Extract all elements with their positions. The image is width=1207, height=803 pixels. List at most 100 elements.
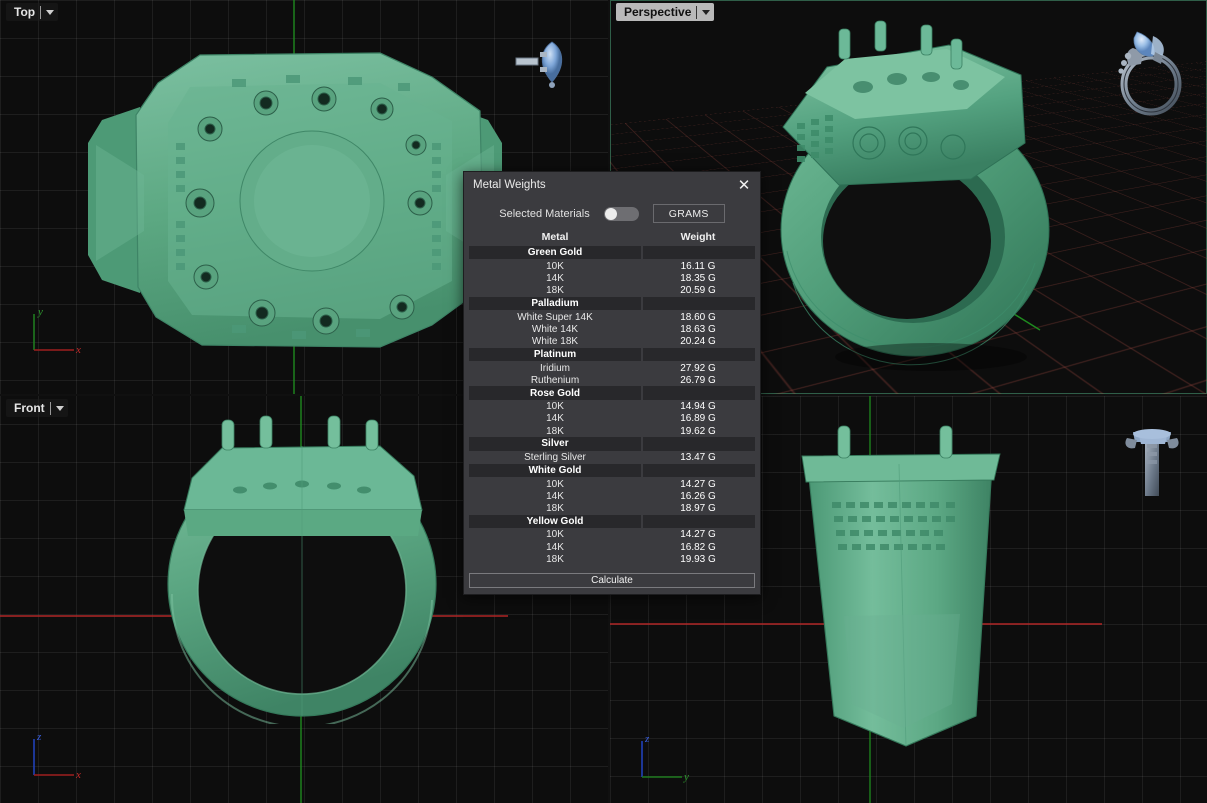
table-row[interactable]: 10K16.11 G [469, 260, 755, 272]
metal-cell: 18K [469, 426, 641, 437]
metal-weights-table[interactable]: Green Gold10K16.11 G14K18.35 G18K20.59 G… [464, 246, 760, 566]
table-row[interactable]: 10K14.27 G [469, 478, 755, 490]
metal-group-weight-cell [643, 515, 755, 528]
metal-group-header: Platinum [469, 348, 755, 361]
metal-cell: 10K [469, 261, 641, 272]
viewport-label-perspective-text: Perspective [624, 5, 691, 19]
metal-group-weight-cell [643, 437, 755, 450]
axis-gizmo-front: z x [26, 731, 86, 783]
svg-text:y: y [683, 771, 689, 783]
table-row[interactable]: 10K14.94 G [469, 401, 755, 413]
table-row[interactable]: Sterling Silver13.47 G [469, 452, 755, 464]
metal-cell: 14K [469, 542, 641, 553]
table-header: Metal Weight [464, 231, 760, 246]
table-row[interactable]: Ruthenium26.79 G [469, 374, 755, 386]
chevron-down-icon[interactable] [702, 10, 710, 15]
svg-text:x: x [75, 769, 81, 781]
metal-cell: 14K [469, 413, 641, 424]
calculate-row: Calculate [464, 566, 760, 594]
metal-group-weight-cell [643, 297, 755, 310]
metal-group-name: Platinum [469, 348, 641, 361]
viewport-label-perspective[interactable]: Perspective [616, 3, 714, 21]
table-row[interactable]: White Super 14K18.60 G [469, 311, 755, 323]
column-header-weight: Weight [641, 231, 755, 243]
metal-cell: 10K [469, 401, 641, 412]
metal-cell: Iridium [469, 363, 641, 374]
metal-group-weight-cell [643, 464, 755, 477]
metal-group-header: Green Gold [469, 246, 755, 259]
weight-cell: 16.82 G [641, 542, 755, 553]
metal-group-header: Palladium [469, 297, 755, 310]
selected-materials-toggle[interactable] [604, 207, 639, 221]
selected-materials-label: Selected Materials [499, 208, 590, 220]
weight-cell: 20.59 G [641, 285, 755, 296]
metal-group-weight-cell [643, 246, 755, 259]
metal-cell: 18K [469, 503, 641, 514]
metal-group-header: Rose Gold [469, 386, 755, 399]
metal-group-name: Rose Gold [469, 386, 641, 399]
weight-cell: 20.24 G [641, 336, 755, 347]
metal-group-name: Silver [469, 437, 641, 450]
weight-cell: 26.79 G [641, 375, 755, 386]
viewport-label-top-text: Top [14, 5, 35, 19]
metal-group-name: Green Gold [469, 246, 641, 259]
ring-model-side-view [780, 416, 1020, 756]
metal-cell: 10K [469, 479, 641, 490]
table-row[interactable]: Iridium27.92 G [469, 362, 755, 374]
svg-text:z: z [644, 733, 650, 745]
ring-perspective-thumbnail [1101, 22, 1197, 120]
table-row[interactable]: 18K18.97 G [469, 502, 755, 514]
viewport-label-front[interactable]: Front [6, 399, 68, 417]
table-row[interactable]: 14K16.89 G [469, 413, 755, 425]
weight-cell: 18.63 G [641, 324, 755, 335]
calculate-button[interactable]: Calculate [469, 573, 755, 588]
metal-cell: White 14K [469, 324, 641, 335]
table-row[interactable]: 10K14.27 G [469, 529, 755, 541]
metal-cell: 14K [469, 273, 641, 284]
metal-group-header: Silver [469, 437, 755, 450]
weight-cell: 16.89 G [641, 413, 755, 424]
weight-cell: 13.47 G [641, 452, 755, 463]
axis-gizmo-right: z y [634, 733, 694, 785]
dialog-title: Metal Weights [473, 179, 734, 191]
weight-cell: 18.60 G [641, 312, 755, 323]
table-row[interactable]: 18K20.59 G [469, 285, 755, 297]
weight-cell: 14.27 G [641, 529, 755, 540]
chevron-down-icon[interactable] [56, 406, 64, 411]
svg-text:y: y [37, 306, 43, 318]
ring-front-thumbnail [1111, 414, 1193, 506]
chevron-down-icon[interactable] [46, 10, 54, 15]
weight-cell: 14.27 G [641, 479, 755, 490]
metal-group-header: Yellow Gold [469, 515, 755, 528]
weight-cell: 16.26 G [641, 491, 755, 502]
metal-weights-dialog[interactable]: Metal Weights ✕ Selected Materials GRAMS… [463, 171, 761, 595]
column-header-metal: Metal [469, 231, 641, 243]
metal-group-weight-cell [643, 348, 755, 361]
weight-cell: 27.92 G [641, 363, 755, 374]
close-icon[interactable]: ✕ [734, 175, 754, 195]
viewport-label-top[interactable]: Top [6, 3, 58, 21]
label-divider [50, 402, 51, 415]
metal-cell: White 18K [469, 336, 641, 347]
svg-text:z: z [36, 731, 42, 743]
metal-group-name: White Gold [469, 464, 641, 477]
metal-cell: 10K [469, 529, 641, 540]
dialog-title-bar[interactable]: Metal Weights ✕ [464, 172, 760, 198]
svg-text:x: x [75, 344, 81, 356]
unit-toggle-button[interactable]: GRAMS [653, 204, 725, 223]
label-divider [40, 6, 41, 19]
weight-cell: 18.97 G [641, 503, 755, 514]
table-row[interactable]: White 18K20.24 G [469, 336, 755, 348]
table-row[interactable]: 14K16.26 G [469, 490, 755, 502]
label-divider [696, 6, 697, 19]
table-row[interactable]: 18K19.93 G [469, 553, 755, 565]
metal-group-name: Yellow Gold [469, 515, 641, 528]
metal-cell: Ruthenium [469, 375, 641, 386]
table-row[interactable]: 18K19.62 G [469, 425, 755, 437]
table-row[interactable]: White 14K18.63 G [469, 323, 755, 335]
metal-cell: Sterling Silver [469, 452, 641, 463]
dialog-controls-row: Selected Materials GRAMS [464, 198, 760, 231]
table-row[interactable]: 14K18.35 G [469, 272, 755, 284]
table-row[interactable]: 14K16.82 G [469, 541, 755, 553]
